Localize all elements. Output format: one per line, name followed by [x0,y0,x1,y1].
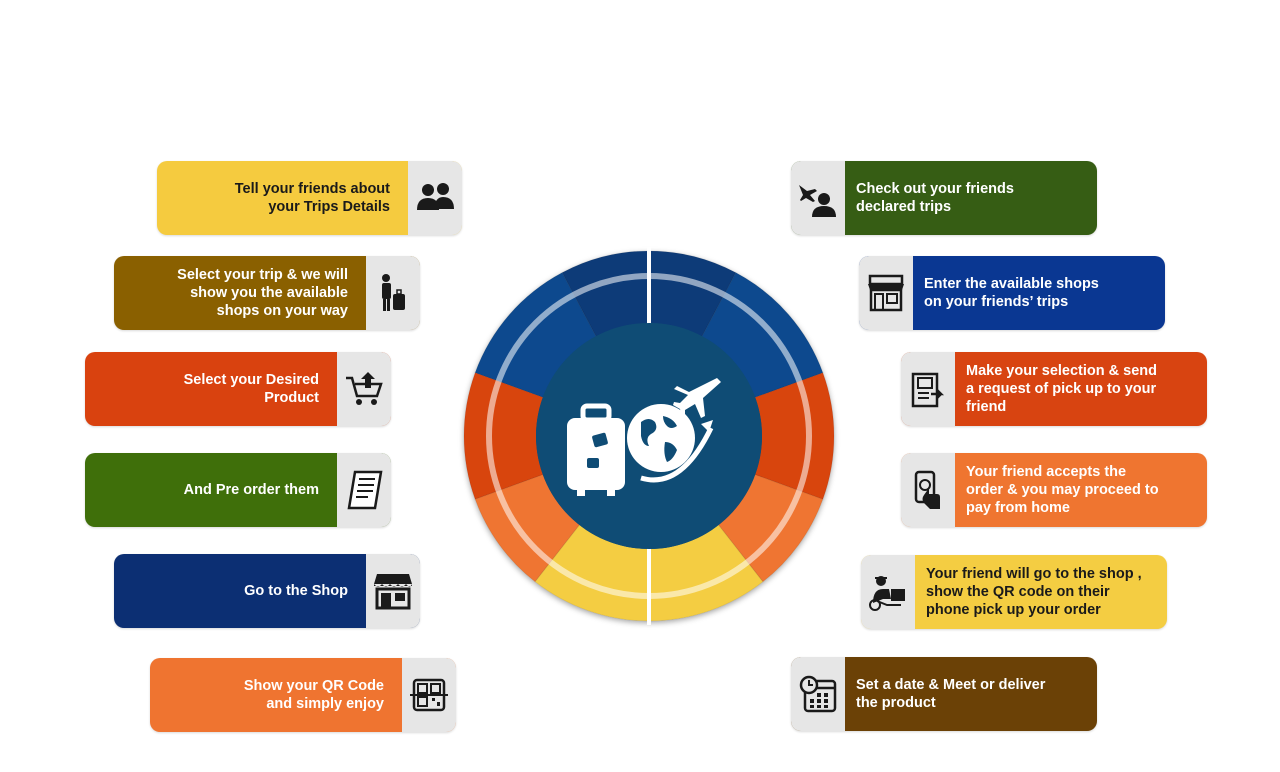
qr-code-icon [410,678,448,712]
calendar-icon [799,675,837,713]
right-step-3-icon-box [901,352,955,426]
right-step-3: Make your selection & send a request of … [901,352,1207,426]
cart-icon [346,372,383,405]
left-step-4-label: And Pre order them [183,482,319,498]
right-step-5: Your friend will go to the shop , show t… [861,555,1167,629]
left-step-3-label: Select your Desired Product [183,372,319,406]
left-step-3: Select your Desired Product [85,352,391,426]
right-step-2: Enter the available shops on your friend… [859,256,1165,330]
right-step-4-label: Your friend accepts the order & you may … [966,464,1159,516]
left-step-6-label: Show your QR Code and simply enjoy [243,678,384,712]
left-step-3-icon-box [337,352,391,426]
left-step-1: Tell your friends about your Trips Detai… [157,161,462,235]
left-step-2: Select your trip & we will show you the … [114,256,420,330]
traveler-plane-icon [799,185,836,217]
left-step-5-icon-box [366,554,420,628]
left-step-2-icon-box [366,256,420,330]
left-step-6-icon-box [402,658,456,732]
right-step-2-icon-box [859,256,913,330]
right-step-6-label: Set a date & Meet or deliver the product [856,677,1046,711]
left-step-5: Go to the Shop [114,554,420,628]
phone-pay-icon [914,470,940,509]
right-step-4: Your friend accepts the order & you may … [901,453,1207,527]
send-request-icon [911,372,945,408]
right-step-4-icon-box [901,453,955,527]
delivery-person-icon [869,576,905,611]
storefront-icon [868,274,904,312]
left-step-4: And Pre order them [85,453,391,527]
right-step-6: Set a date & Meet or deliver the product [791,657,1097,731]
right-step-1: Check out your friends declared trips [791,161,1097,235]
right-step-1-label: Check out your friends declared trips [856,181,1014,215]
left-step-5-label: Go to the Shop [244,583,348,599]
left-step-1-label: Tell your friends about your Trips Detai… [234,181,390,215]
right-step-6-icon-box [791,657,845,731]
traveler-icon [382,274,405,311]
right-step-3-label: Make your selection & send a request of … [966,363,1157,415]
luggage-globe-plane-icon [567,378,721,496]
right-step-1-icon-box [791,161,845,235]
receipt-icon [347,470,383,510]
left-step-4-icon-box [337,453,391,527]
right-step-5-icon-box [861,555,915,629]
left-step-1-icon-box [408,161,462,235]
right-step-2-label: Enter the available shops on your friend… [924,276,1099,310]
center-wheel [463,247,835,625]
left-step-6: Show your QR Code and simply enjoy [150,658,456,732]
people-icon [417,183,454,210]
right-step-5-label: Your friend will go to the shop , show t… [926,566,1142,618]
shop-icon [374,574,412,610]
left-step-2-label: Select your trip & we will show you the … [177,267,348,319]
